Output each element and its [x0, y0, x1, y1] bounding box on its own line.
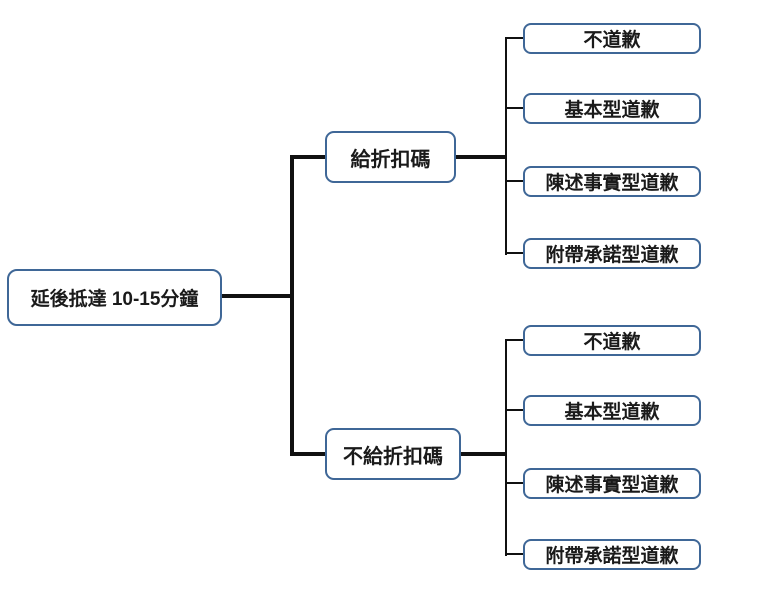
connector-leaf-stub	[505, 37, 524, 39]
connector-leaf-stub	[505, 553, 524, 555]
connector-leaf-stub	[505, 180, 524, 182]
connector-leafgroup-top-horizontal	[455, 155, 507, 159]
connector-root-horizontal	[222, 294, 292, 298]
branch-node-give-discount-code: 給折扣碼	[325, 131, 456, 183]
connector-branch-spine	[290, 155, 294, 456]
leaf-node-no-apology: 不道歉	[523, 325, 701, 356]
connector-leaf-stub	[505, 339, 524, 341]
branch-node-no-discount-code: 不給折扣碼	[325, 428, 461, 480]
connector-leaf-stub	[505, 252, 524, 254]
leaf-node-basic-apology: 基本型道歉	[523, 395, 701, 426]
leaf-node-promise-apology: 附帶承諾型道歉	[523, 238, 701, 269]
connector-leaf-stub	[505, 107, 524, 109]
leaf-node-promise-apology: 附帶承諾型道歉	[523, 539, 701, 570]
root-node-delay-10-15-min: 延後抵達 10-15分鐘	[7, 269, 222, 326]
connector-leaf-stub	[505, 409, 524, 411]
connector-leafgroup-bottom-horizontal	[459, 452, 507, 456]
leaf-node-no-apology: 不道歉	[523, 23, 701, 54]
leaf-node-basic-apology: 基本型道歉	[523, 93, 701, 124]
connector-branch-bottom-horizontal	[290, 452, 327, 456]
leaf-node-fact-stating-apology: 陳述事實型道歉	[523, 468, 701, 499]
leaf-node-fact-stating-apology: 陳述事實型道歉	[523, 166, 701, 197]
connector-leaf-spine-top	[505, 37, 507, 255]
connector-branch-top-horizontal	[290, 155, 327, 159]
connector-leaf-spine-bottom	[505, 339, 507, 556]
connector-leaf-stub	[505, 482, 524, 484]
